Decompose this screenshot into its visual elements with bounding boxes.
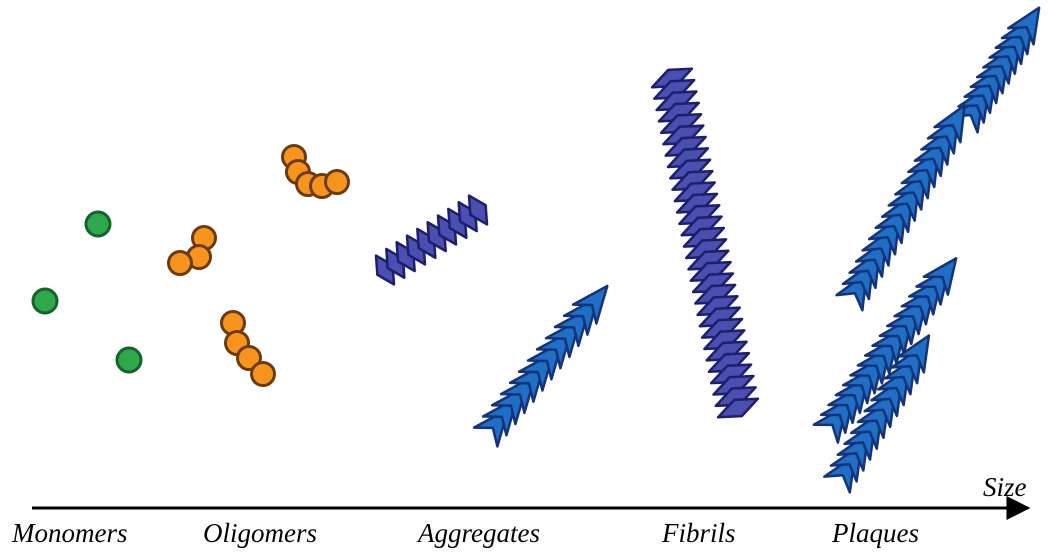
fibril-strand [716,397,760,419]
stage-label-fibrils: Fibrils [662,518,736,548]
plaque-sheet-unit [933,104,966,144]
aggregate-strand [467,194,489,226]
monomers-group [31,210,143,374]
oligomer-circle [250,361,276,387]
oligomer-circle [167,250,193,276]
aggregate-sheet-unit [535,329,573,370]
fibrils-group [650,67,760,419]
plaque-sheet-unit [897,334,931,374]
aggregate-sheet-unit [517,351,555,392]
oligomer-circle [236,345,262,371]
oligomers-group [167,144,350,387]
aggregate-sheet-unit [526,340,564,381]
aggregate-sheet-unit [508,363,546,403]
monomer-circle [115,346,143,374]
stage-label-oligomers: Oligomers [203,518,317,548]
aggregates-group [374,194,609,448]
monomer-circle [84,210,112,238]
aggregate-sheet-unit [481,396,519,437]
aggregate-sheet-unit [571,284,609,325]
aggregate-sheet-unit [490,385,528,426]
plaque-sheet-unit [922,257,958,296]
stage-label-monomers: Monomers [12,518,128,548]
oligomer-circle [324,169,350,195]
plaques-group [812,6,1041,494]
size-axis-label: Size [983,472,1027,502]
plaque-sheet-unit [1006,6,1041,46]
stage-label-aggregates: Aggregates [418,518,540,548]
aggregate-sheet-unit [553,307,591,348]
aggregate-sheet-unit [499,374,537,415]
aggregate-sheet-unit [562,295,600,336]
aggregate-sheet-unit [472,407,510,448]
stage-label-plaques: Plaques [832,518,919,548]
monomer-circle [31,287,59,315]
aggregate-sheet-unit [544,318,582,359]
